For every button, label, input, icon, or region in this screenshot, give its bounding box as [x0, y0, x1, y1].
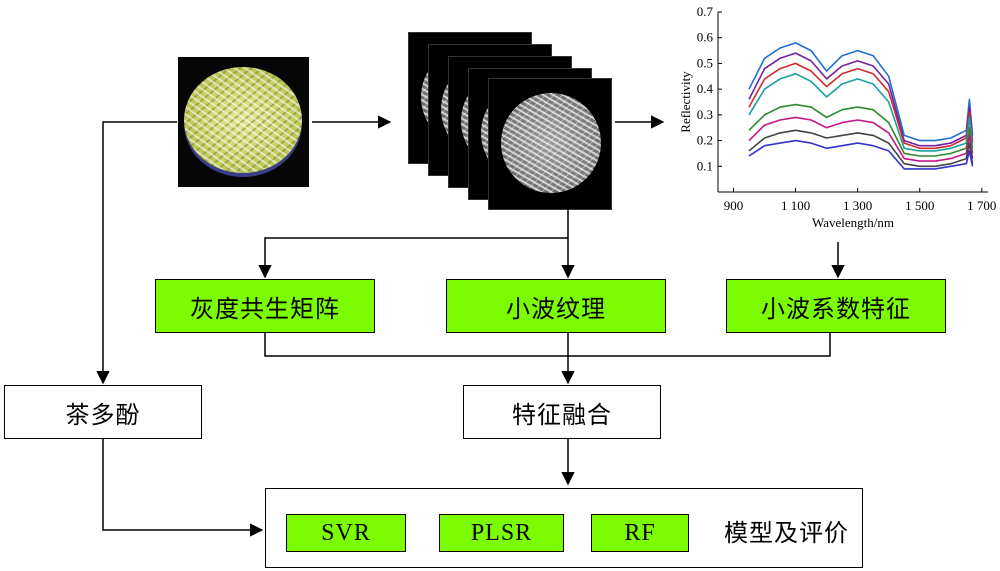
x-tick-label: 900 — [724, 198, 744, 213]
model-eval-label: 模型及评价 — [724, 519, 849, 547]
spectrum-line-5 — [748, 103, 974, 157]
plsr-label: PLSR — [470, 519, 533, 546]
arrow-to-glcm — [258, 237, 568, 279]
tea-disc-image — [184, 67, 302, 173]
arrow-tea-to-model — [102, 439, 264, 537]
y-axis-label: Reflectivity — [678, 71, 693, 133]
model-container: SVR PLSR RF 模型及评价 — [265, 488, 863, 568]
svr-label: SVR — [321, 519, 371, 546]
glcm-label: 灰度共生矩阵 — [190, 294, 340, 323]
x-tick-label: 1 700 — [967, 198, 996, 213]
spectra-chart: 0.1 0.2 0.3 0.4 0.5 0.6 0.7 900 1 100 1 300 1 500 1… — [678, 4, 996, 230]
y-tick-label: 0.3 — [697, 107, 713, 122]
svr-box: SVR — [286, 514, 406, 552]
merge-line — [264, 333, 831, 357]
wavelet-texture-box: 小波纹理 — [446, 279, 666, 333]
wavelet-coef-box: 小波系数特征 — [726, 279, 946, 333]
y-tick-label: 0.5 — [697, 55, 713, 70]
spectrum-line-8 — [748, 139, 974, 170]
y-tick-label: 0.1 — [697, 158, 713, 173]
grayscale-image-stack — [408, 32, 616, 210]
tea-polyphenol-box: 茶多酚 — [4, 385, 202, 439]
x-tick-label: 1 500 — [905, 198, 934, 213]
x-tick-label: 1 100 — [781, 198, 810, 213]
arrow-photo-to-tea — [96, 121, 177, 385]
grayscale-frame — [488, 78, 612, 210]
spectrum-line-4 — [748, 72, 974, 152]
spectrum-line-1 — [748, 42, 974, 142]
x-axis-label: Wavelength/nm — [812, 215, 894, 230]
glcm-box: 灰度共生矩阵 — [155, 279, 375, 333]
tea-polyphenol-label: 茶多酚 — [65, 400, 141, 429]
wavelet-texture-label: 小波纹理 — [506, 294, 606, 323]
spectrum-line-7 — [748, 129, 974, 168]
feature-fusion-label: 特征融合 — [512, 400, 612, 429]
y-tick-label: 0.7 — [697, 4, 714, 19]
x-tick-label: 1 300 — [843, 198, 872, 213]
feature-fusion-box: 特征融合 — [463, 385, 661, 439]
spectrum-line-3 — [748, 62, 974, 150]
y-tick-label: 0.6 — [697, 30, 714, 45]
rf-label: RF — [624, 519, 656, 546]
rf-box: RF — [591, 514, 689, 552]
tea-photo — [178, 57, 309, 187]
wavelet-coef-label: 小波系数特征 — [761, 294, 911, 323]
y-tick-label: 0.2 — [697, 133, 713, 148]
plsr-box: PLSR — [439, 514, 564, 552]
spectrum-line-2 — [748, 52, 974, 147]
y-tick-label: 0.4 — [697, 81, 714, 96]
spectrum-line-6 — [748, 116, 974, 162]
